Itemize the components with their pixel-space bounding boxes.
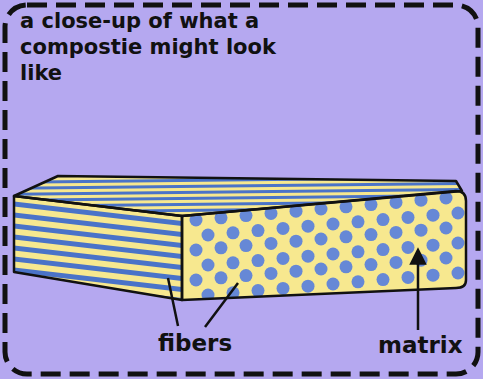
matrix-cross-section <box>182 191 466 302</box>
leader-arrow <box>417 256 420 330</box>
part-label: matrix <box>378 332 463 358</box>
slab-outline <box>14 196 182 300</box>
leader-line <box>168 278 178 326</box>
diagram-title: a close-up of what a compostie might loo… <box>20 8 282 86</box>
part-label: fibers <box>158 330 232 356</box>
slab-outline <box>182 191 466 300</box>
leader-line <box>205 283 238 327</box>
